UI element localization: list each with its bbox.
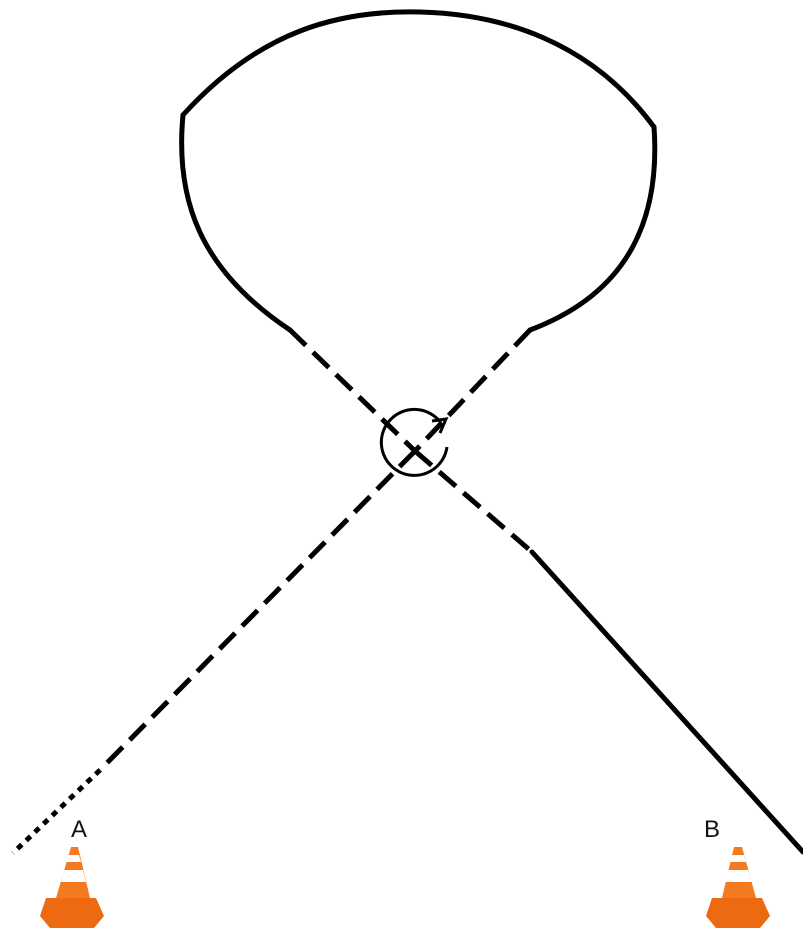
traffic-cone-icon-b [706,847,770,928]
loop-left-side [182,115,290,330]
traffic-cone-icon-a [40,847,104,928]
dashed-path-upper-left [290,330,415,451]
loop-top-arc [183,12,654,127]
cone-a-label: A [71,818,87,842]
dashed-path-lower-right [415,451,532,552]
cone-b-label: B [704,818,720,842]
dashed-path-upper-right [415,330,530,451]
loop-right-side [530,127,655,330]
rotate-cw-icon [381,409,447,475]
dashed-path-lower-left [100,451,415,770]
solid-exit-path [532,552,803,852]
